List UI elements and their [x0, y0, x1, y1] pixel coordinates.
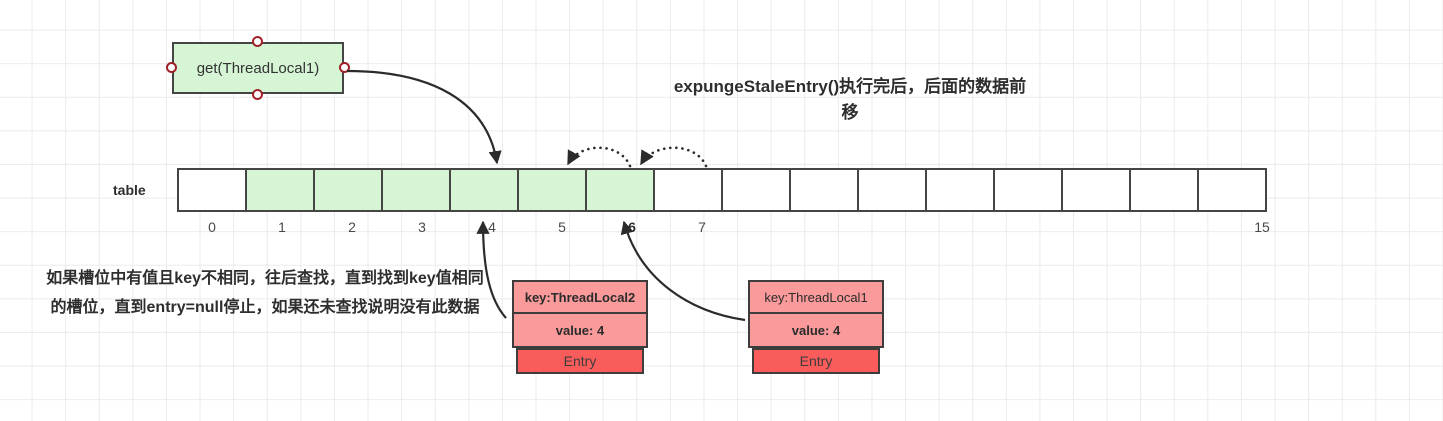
table-index-4: 4: [488, 219, 496, 235]
table-cell-9[interactable]: [791, 168, 859, 212]
table-cell-4[interactable]: [451, 168, 519, 212]
connector-bottom-dot[interactable]: [252, 89, 263, 100]
entry-box-threadlocal1[interactable]: key:ThreadLocal1 value: 4 Entry: [748, 280, 884, 374]
table-index-11: [947, 216, 1017, 238]
table-cell-3[interactable]: [383, 168, 451, 212]
table-index-15: 15: [1254, 219, 1270, 235]
connector-top-dot[interactable]: [252, 36, 263, 47]
table-index-2: 2: [348, 219, 356, 235]
shift-arrow-6-to-5: [566, 146, 632, 168]
connector-right-dot[interactable]: [339, 62, 350, 73]
entry-box-threadlocal2[interactable]: key:ThreadLocal2 value: 4 Entry: [512, 280, 648, 374]
table-cell-8[interactable]: [723, 168, 791, 212]
table-cell-11[interactable]: [927, 168, 995, 212]
get-threadlocal-node[interactable]: get(ThreadLocal1): [172, 42, 344, 94]
table-index-6: 6: [628, 219, 636, 235]
table-cell-13[interactable]: [1063, 168, 1131, 212]
table-index-1: 1: [278, 219, 286, 235]
connector-left-dot[interactable]: [166, 62, 177, 73]
table-cell-15[interactable]: [1199, 168, 1267, 212]
table-index-0: 0: [208, 219, 216, 235]
table-cell-1[interactable]: [247, 168, 315, 212]
entry-key: key:ThreadLocal2: [512, 280, 648, 314]
edge-get-to-slot4: [346, 69, 502, 165]
entry-key: key:ThreadLocal1: [748, 280, 884, 314]
table-index-10: [877, 216, 947, 238]
table-index-13: [1087, 216, 1157, 238]
table-index-row: 0 1 2 3 4 5 6 7 15: [177, 216, 1297, 238]
shift-arrow-7-to-6: [639, 146, 708, 168]
get-node-label: get(ThreadLocal1): [196, 59, 320, 77]
table-index-12: [1017, 216, 1087, 238]
table-index-14: [1157, 216, 1227, 238]
entry-footer: Entry: [516, 348, 644, 374]
table-index-5: 5: [558, 219, 566, 235]
diagram-title: expungeStaleEntry()执行完后，后面的数据前移: [673, 77, 1027, 122]
table-cell-7[interactable]: [655, 168, 723, 212]
table-cell-2[interactable]: [315, 168, 383, 212]
table-index-3: 3: [418, 219, 426, 235]
table-cell-6[interactable]: [587, 168, 655, 212]
table-cell-0[interactable]: [179, 168, 247, 212]
table-index-8: [737, 216, 807, 238]
explanation-note: 如果槽位中有值且key不相同，往后查找，直到找到key值相同的槽位，直到entr…: [46, 270, 484, 316]
entry-value: value: 4: [512, 314, 648, 348]
table-row: [177, 168, 1267, 212]
entry-footer: Entry: [752, 348, 880, 374]
table-cell-5[interactable]: [519, 168, 587, 212]
table-cell-14[interactable]: [1131, 168, 1199, 212]
table-cell-10[interactable]: [859, 168, 927, 212]
table-cell-12[interactable]: [995, 168, 1063, 212]
table-index-7: 7: [698, 219, 706, 235]
entry-value: value: 4: [748, 314, 884, 348]
table-index-9: [807, 216, 877, 238]
table-label: table: [113, 182, 146, 198]
